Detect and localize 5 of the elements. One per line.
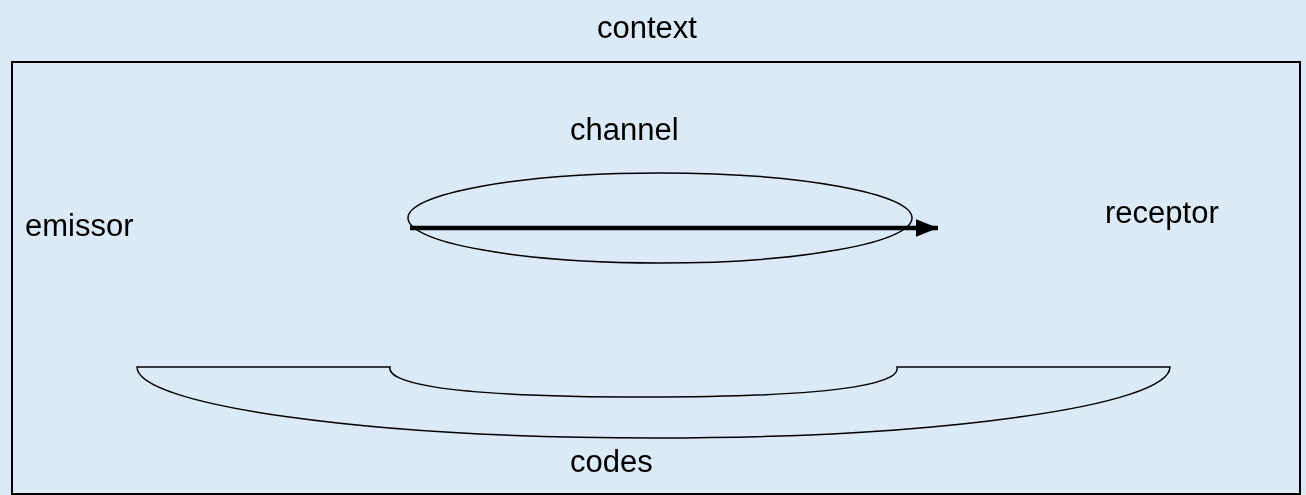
emissor-label: emissor <box>25 208 134 244</box>
channel-label: channel <box>570 112 679 148</box>
receptor-label: receptor <box>1105 195 1219 231</box>
codes-label: codes <box>570 444 653 480</box>
context-label: context <box>597 10 697 46</box>
